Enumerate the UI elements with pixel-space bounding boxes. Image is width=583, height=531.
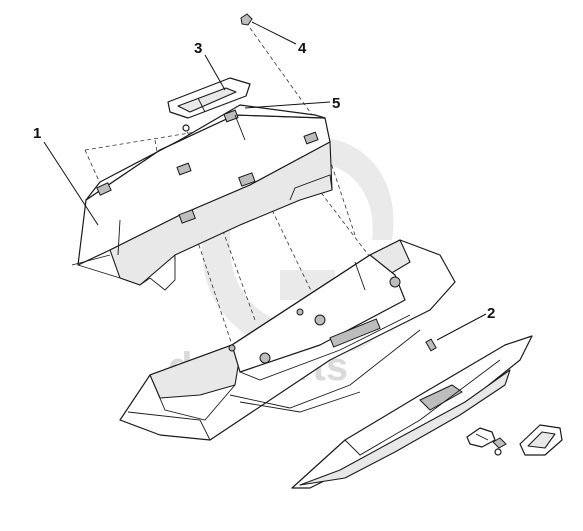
callout-3: 3 — [194, 40, 202, 57]
callout-1: 1 — [33, 125, 41, 142]
part-bumper-body — [119, 239, 456, 441]
callout-5: 5 — [332, 95, 340, 112]
part-side-lamp — [519, 424, 563, 456]
callout-4: 4 — [298, 40, 307, 57]
part-2-screw — [425, 338, 437, 352]
leader-lines — [43, 21, 487, 341]
part-3-mounting-plate — [167, 77, 251, 132]
part-lower-valance — [291, 335, 533, 489]
part-1-bracket-frame — [71, 104, 333, 291]
part-hardware-clips — [466, 427, 507, 456]
callout-2: 2 — [487, 305, 495, 322]
part-4-clip — [240, 13, 253, 26]
